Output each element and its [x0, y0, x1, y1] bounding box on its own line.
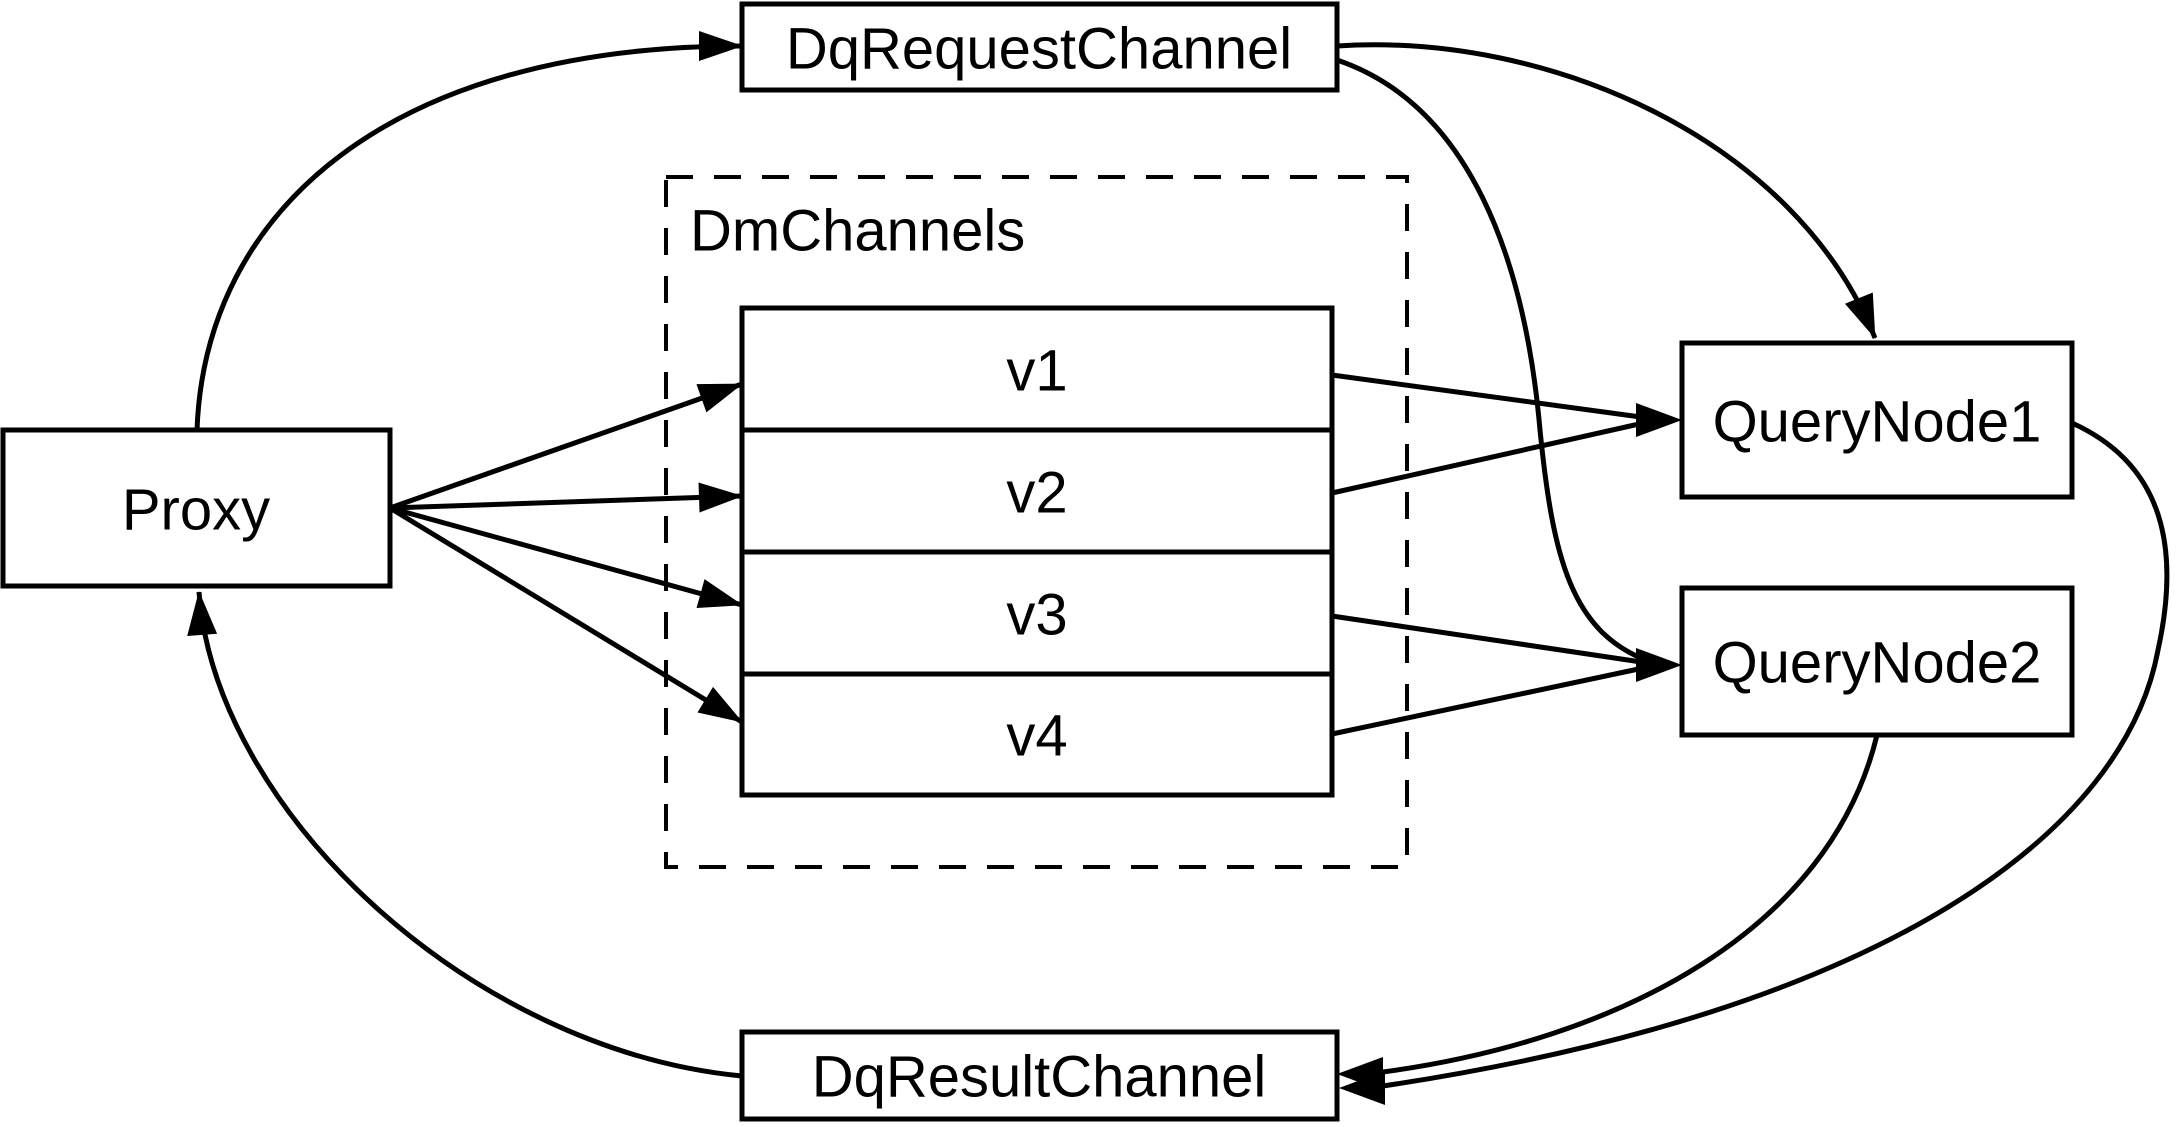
edge-dq-request-channel-to-query-node-2 [1336, 57, 1649, 664]
edge-v2-to-query-node-1 [1331, 419, 1649, 496]
dm-channels-label: DmChannels [690, 199, 1025, 264]
dq-request-channel-label: DqRequestChannel [786, 17, 1292, 82]
channel-v2-label: v2 [1006, 461, 1067, 526]
node-channel-v1 [739, 305, 1335, 433]
node-channel-v4 [739, 671, 1335, 798]
dm-channels-group-box [664, 175, 1409, 869]
node-channel-v2 [739, 427, 1335, 555]
node-dq-request-channel [739, 1, 1340, 93]
query-node-2-label: QueryNode2 [1713, 631, 2042, 696]
node-channel-v3 [739, 549, 1335, 677]
node-query-node-2 [1679, 585, 2075, 738]
edge-proxy-to-v1 [389, 381, 743, 511]
edge-v1-to-query-node-1 [1331, 372, 1649, 421]
proxy-label: Proxy [122, 478, 270, 543]
edge-v4-to-query-node-2 [1331, 664, 1649, 737]
edge-query-node-2-to-dq-result-channel [1382, 734, 1880, 1075]
channel-v1-label: v1 [1006, 339, 1067, 404]
node-dq-result-channel [739, 1029, 1340, 1122]
edge-v3-to-query-node-2 [1331, 613, 1649, 666]
edge-dq-result-channel-to-proxy [187, 591, 743, 1079]
node-proxy [0, 427, 393, 589]
edge-proxy-to-dq-request-channel [194, 31, 743, 431]
dq-result-channel-label: DqResultChannel [812, 1045, 1267, 1110]
edge-query-node-1-to-dq-result-channel [1382, 420, 2170, 1089]
query-node-1-label: QueryNode1 [1713, 390, 2042, 455]
arrowhead-into-query-node-2-icon [1636, 648, 1682, 682]
edge-dq-request-channel-to-query-node-1 [1336, 42, 1878, 339]
edge-proxy-to-v4 [388, 505, 744, 725]
edge-proxy-to-v2 [389, 482, 743, 513]
channel-v4-label: v4 [1006, 704, 1067, 769]
channel-v3-label: v3 [1006, 583, 1067, 648]
arrowhead-into-dq-result-channel-lower-icon [1339, 1071, 1385, 1105]
node-query-node-1 [1679, 340, 2075, 500]
edge-proxy-to-v3 [389, 505, 743, 609]
arrowhead-into-query-node-1-icon [1636, 403, 1682, 437]
